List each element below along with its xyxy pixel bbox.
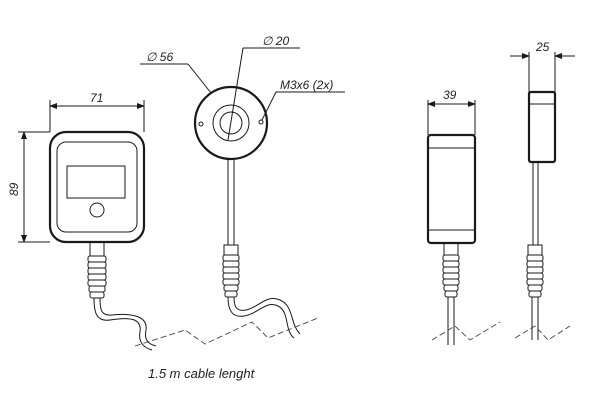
ring-inner <box>212 104 250 142</box>
front-view-unit: 71 89 <box>7 91 157 351</box>
button-circle <box>89 202 105 218</box>
cable-length-caption: 1.5 m cable lenght <box>148 366 256 381</box>
dim-depth-side: 25 <box>535 40 550 54</box>
dim-dia-outer: ∅ 56 <box>146 50 173 64</box>
screw-hole-left <box>198 121 204 127</box>
display-window <box>66 165 126 199</box>
side-cable-gland <box>442 242 460 298</box>
dim-width-side: 39 <box>443 88 457 102</box>
front-cable-gland <box>87 241 107 299</box>
ring-side-housing <box>527 90 557 164</box>
cable-break-line <box>134 317 319 347</box>
ring-cable-gland <box>222 244 240 298</box>
front-housing <box>48 130 146 244</box>
side-view-ring: 25 <box>510 40 575 341</box>
ring-sensor: ∅ 20 ∅ 56 M3x6 (2x) <box>140 34 345 339</box>
dim-screw: M3x6 (2x) <box>280 78 333 92</box>
front-cable <box>93 297 153 351</box>
front-inner-panel <box>56 141 138 233</box>
ring-side-gland <box>526 244 544 298</box>
screw-hole-right <box>258 119 264 125</box>
side-housing <box>426 133 477 245</box>
dim-width-front: 71 <box>90 91 103 105</box>
side-view-unit: 39 <box>426 88 501 345</box>
dim-dia-inner: ∅ 20 <box>262 34 289 48</box>
ring-cable <box>227 296 295 339</box>
dim-height-front: 89 <box>7 182 21 196</box>
ring-outer <box>193 85 269 161</box>
